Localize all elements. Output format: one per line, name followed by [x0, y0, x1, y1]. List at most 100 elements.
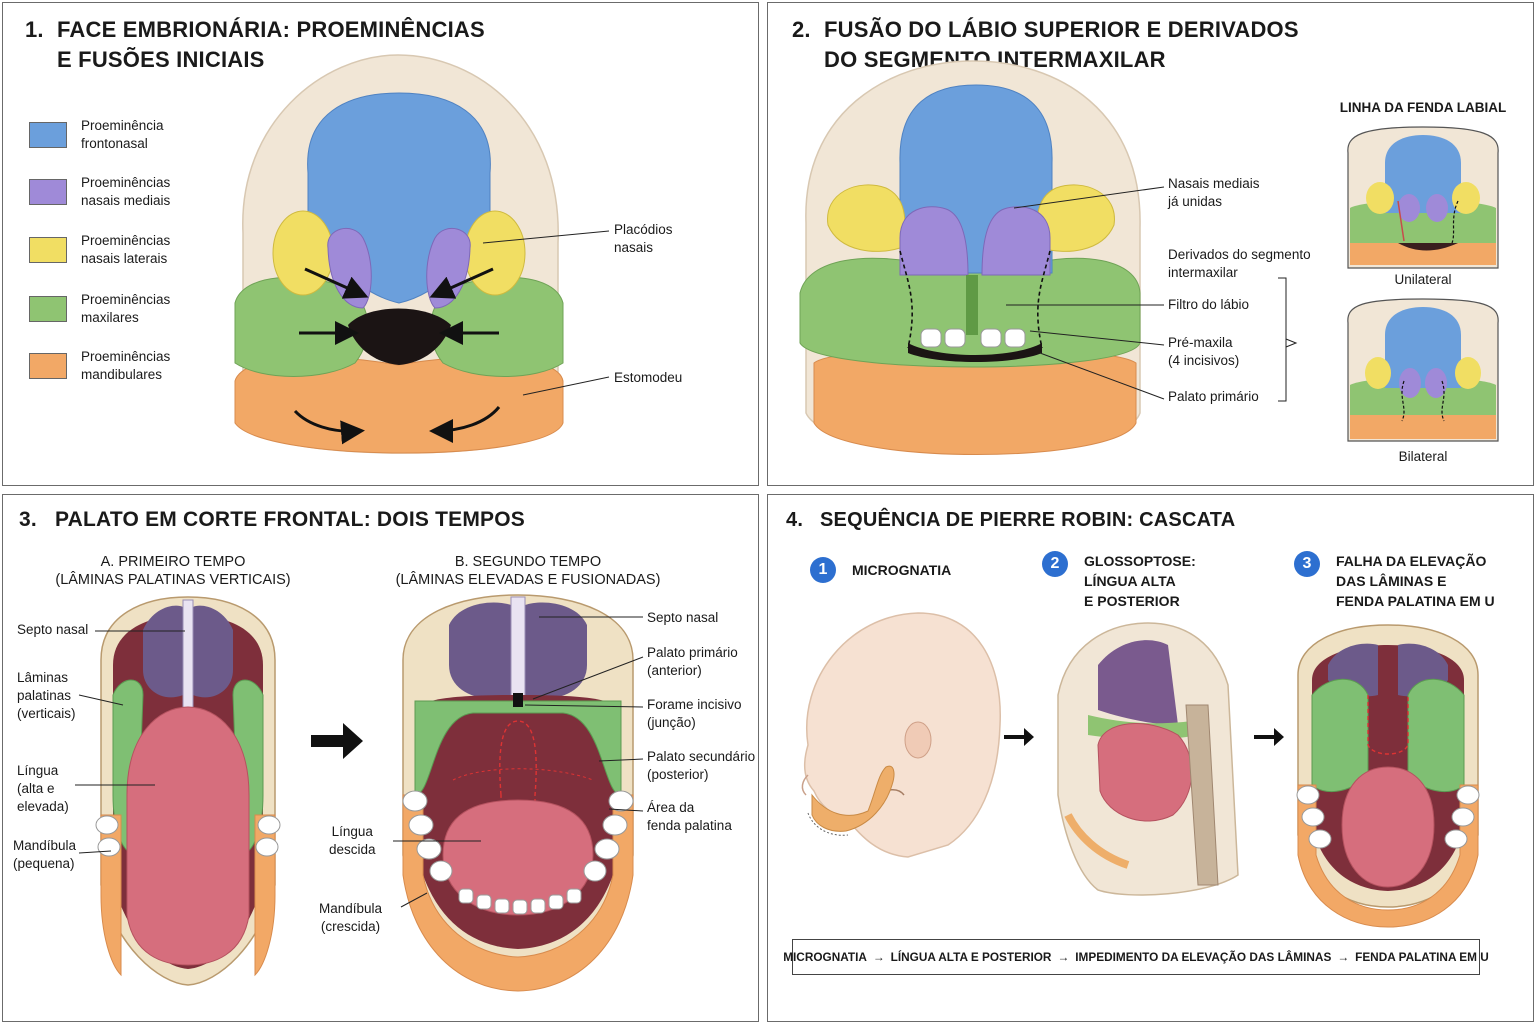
leader-line	[532, 656, 644, 700]
tooth	[980, 328, 1002, 348]
arrow-right-icon: →	[1337, 950, 1350, 964]
leader-line	[78, 694, 124, 706]
nasal-septum-b	[510, 596, 526, 698]
panel3-title: 3.PALATO EM CORTE FRONTAL: DOIS TEMPOS	[19, 508, 525, 531]
leader-line	[524, 704, 644, 708]
right-arrow-icon	[1254, 728, 1284, 746]
leader-line	[522, 376, 610, 396]
step-1: 1 MICROGNATIA	[810, 557, 951, 583]
leader-line	[598, 758, 644, 762]
infant-profile-micrognathia	[801, 612, 1001, 858]
leader-line	[1039, 352, 1165, 400]
thumbnail-bilateral	[1347, 298, 1499, 442]
label-mandibula-a: Mandíbula (pequena)	[13, 838, 77, 871]
bracket	[1278, 277, 1287, 402]
philtrum	[966, 275, 978, 335]
legend-nasal-medial: Proeminências nasais mediais	[29, 174, 170, 210]
legend-nasal-lateral: Proeminências nasais laterais	[29, 232, 170, 268]
u-cleft-outline	[1367, 695, 1409, 755]
cleft-line-title: LINHA DA FENDA LABIAL	[1339, 100, 1507, 115]
legend-swatch	[29, 237, 67, 263]
thumbnail-unilateral	[1347, 126, 1499, 269]
tooth	[944, 328, 966, 348]
lateral-nasal-right	[464, 210, 526, 296]
label-lingua-a: Língua (alta e elevada)	[17, 763, 69, 814]
tooth	[1004, 328, 1026, 348]
label-forame: Forame incisivo (junção)	[647, 697, 742, 730]
leader-line	[608, 808, 644, 812]
leader-line	[482, 230, 610, 244]
fusion-line	[899, 250, 913, 349]
label-derivados: Derivados do segmento intermaxilar	[1168, 247, 1311, 280]
legend-swatch	[29, 179, 67, 205]
legend-swatch	[29, 296, 67, 322]
arrow-right-icon: →	[1057, 950, 1070, 964]
u-shaped-cleft-section	[1296, 624, 1480, 928]
palate-frontal-illustration	[75, 594, 644, 992]
label-area-fenda: Área da fenda palatina	[647, 800, 732, 833]
arrow-right-icon: →	[872, 950, 885, 964]
legend-maxillary: Proeminências maxilares	[29, 291, 170, 327]
label-lingua-b: Língua descida	[329, 824, 376, 857]
subtitle-second-stage: B. SEGUNDO TEMPO (LÂMINAS ELEVADAS E FUS…	[395, 554, 661, 588]
label-palato-secundario: Palato secundário (posterior)	[647, 749, 756, 782]
embryo-face-illustration	[234, 54, 610, 454]
panel-embryonic-face: 1.FACE EMBRIONÁRIA: PROEMINÊNCIAS E FUSÕ…	[2, 2, 759, 486]
fused-palate	[414, 700, 622, 796]
tooth	[920, 328, 942, 348]
mouth	[908, 343, 1042, 362]
legend-swatch	[29, 122, 67, 148]
lip-fusion-illustration	[799, 60, 1499, 455]
label-septo-a: Septo nasal	[17, 622, 89, 637]
leader-line	[78, 850, 112, 854]
legend-mandibular: Proeminências mandibulares	[29, 348, 170, 384]
arrow-icon	[293, 409, 365, 445]
label-laminas-a: Lâminas palatinas (verticais)	[17, 670, 76, 721]
cascade-step: LÍNGUA ALTA E POSTERIOR	[890, 950, 1052, 964]
nasal-septum	[182, 599, 194, 711]
label-mandibula-b: Mandíbula (crescida)	[319, 901, 383, 934]
cascade-step: IMPEDIMENTO DA ELEVAÇÃO DAS LÂMINAS	[1075, 950, 1332, 964]
panel4-title: 4.SEQUÊNCIA DE PIERRE ROBIN: CASCATA	[786, 509, 1236, 531]
pierre-robin-illustration	[801, 612, 1480, 928]
cascade-step: MICROGNATIA	[783, 950, 867, 964]
label-palato-primario: Palato primário	[1168, 389, 1259, 404]
arrow-icon	[429, 406, 501, 443]
first-stage-section	[95, 596, 281, 986]
panel-upper-lip-fusion: 2.FUSÃO DO LÁBIO SUPERIOR E DERIVADOS DO…	[767, 2, 1534, 486]
sagittal-section-glossoptosis	[1057, 622, 1239, 896]
bracket-tip	[1285, 338, 1298, 348]
mandible-grown	[402, 794, 634, 992]
label-bilateral: Bilateral	[1398, 449, 1448, 464]
label-filtro: Filtro do lábio	[1168, 297, 1250, 312]
label-placodios: Placódios nasais	[614, 222, 673, 255]
cascade-step: FENDA PALATINA EM U	[1355, 950, 1489, 964]
lateral-nasal-left	[272, 210, 334, 296]
arrow-icon	[429, 267, 494, 299]
panel1-title: 1.FACE EMBRIONÁRIA: PROEMINÊNCIAS E FUSÕ…	[25, 17, 485, 72]
medial-nasal-right	[981, 206, 1051, 276]
label-estomodeu: Estomodeu	[614, 370, 683, 385]
label-palato-primario-b: Palato primário (anterior)	[647, 645, 738, 678]
arrow-icon	[304, 267, 369, 299]
right-arrow-icon	[1004, 728, 1034, 746]
panel2-title: 2.FUSÃO DO LÁBIO SUPERIOR E DERIVADOS DO…	[792, 17, 1299, 72]
step-number-badge: 1	[810, 557, 836, 583]
label-nasais-mediais: Nasais mediais já unidas	[1168, 176, 1260, 209]
leader-line	[1013, 186, 1165, 209]
subtitle-first-stage: A. PRIMEIRO TEMPO (LÂMINAS PALATINAS VER…	[55, 554, 291, 588]
panel-pierre-robin: 4.SEQUÊNCIA DE PIERRE ROBIN: CASCATA 1 M…	[767, 494, 1534, 1022]
legend-frontonasal: Proeminência frontonasal	[29, 117, 164, 153]
step-number-badge: 3	[1294, 551, 1320, 577]
incisive-foramen	[513, 693, 523, 707]
legend-swatch	[29, 353, 67, 379]
panel-palate-frontal: 3.PALATO EM CORTE FRONTAL: DOIS TEMPOS A…	[2, 494, 759, 1022]
medial-nasal-left	[899, 206, 969, 276]
step-2: 2 GLOSSOPTOSE: LÍNGUA ALTA E POSTERIOR	[1042, 551, 1196, 611]
right-arrow-icon	[311, 723, 363, 759]
label-unilateral: Unilateral	[1394, 272, 1452, 287]
leader-line	[1029, 330, 1165, 346]
label-septo-b: Septo nasal	[647, 610, 719, 625]
second-stage-section	[402, 594, 634, 992]
cascade-summary-box: MICROGNATIA → LÍNGUA ALTA E POSTERIOR → …	[783, 939, 1489, 975]
